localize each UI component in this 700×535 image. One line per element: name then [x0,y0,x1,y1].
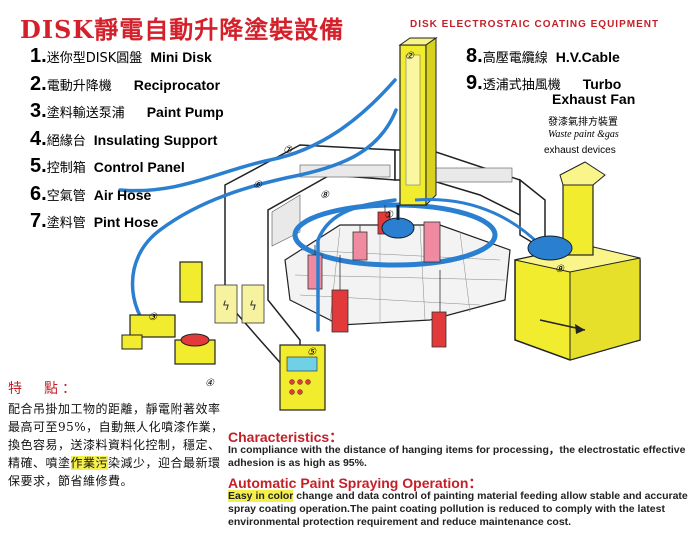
callout-3: ③ [148,312,157,323]
features-text: 配合吊掛加工物的距離，靜電附著效率最高可至95%，自動無人化噴漆作業，換色容易，… [8,402,224,488]
mini-disk [381,217,415,239]
svg-text:ϟ: ϟ [222,299,230,313]
automatic-text: Easy in color change and data control of… [228,490,688,528]
callout-5: ⑤ [307,347,316,358]
callout-6: ⑥ [253,180,262,191]
callout-4: ④ [205,378,214,389]
legend-en-note-2: exhaust devices [544,145,616,156]
automatic-highlight: Easy in color [228,490,294,502]
page-subtitle: DISK ELECTROSTAIC COATING EQUIPMENT [410,19,660,30]
air-hose [118,78,397,193]
callout-7: ⑦ [283,145,292,156]
paint-hose-drop [316,198,397,332]
page-title: DISK靜電自動升降塗裝設備 [20,15,345,44]
characteristics-text: In compliance with the distance of hangi… [228,444,686,469]
legend-zh-note: 發漆氣排方裝置 [548,117,618,128]
turbo-fan [527,235,573,261]
control-panel [279,344,326,411]
features-title: 特 點： [8,381,80,397]
paint-pump [129,314,176,338]
features-highlight: 作業污 [70,456,109,470]
callout-9: ⑨ [555,264,564,275]
equipment-diagram: ϟ ϟ [118,37,641,411]
callout-8: ⑧ [320,190,329,201]
svg-text:ϟ: ϟ [249,299,257,313]
callout-1: ① [384,210,393,221]
characteristics-title: Characteristics： [228,429,344,445]
paint-hose [130,108,398,332]
callout-2: ② [405,51,414,62]
booth-wall-left [224,144,396,387]
legend-en-note-1: Waste paint &gas [548,129,619,140]
legend-en-line2: Exhaust Fan [552,91,636,107]
automatic-title: Automatic Paint Spraying Operation： [228,475,483,491]
